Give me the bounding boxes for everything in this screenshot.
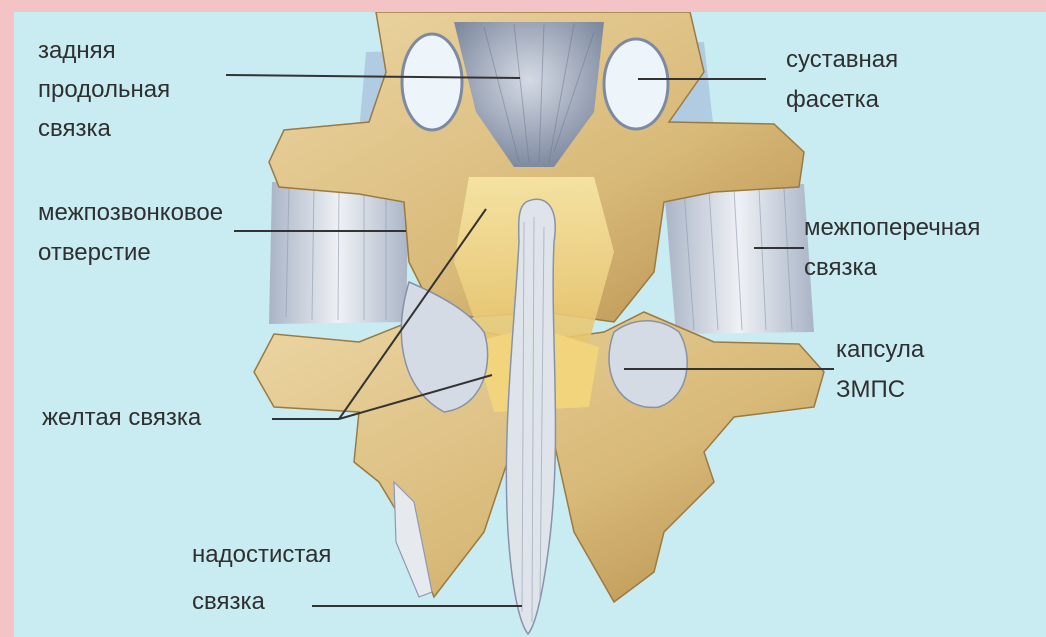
top-frame-band <box>0 0 1046 12</box>
label-supraspinous-2: связка <box>192 586 265 617</box>
diagram-panel: задняя продольная связка суставная фасет… <box>14 12 1046 637</box>
label-intervertebral-foramen-2: отверстие <box>38 237 151 268</box>
label-facet-capsule-1: капсула <box>836 334 924 365</box>
label-articular-facet-1: суставная <box>786 44 898 75</box>
facet-capsule-right <box>609 321 687 408</box>
label-facet-capsule-2: ЗМПС <box>836 374 905 405</box>
label-posterior-longitudinal-2: продольная <box>38 74 170 105</box>
label-intertransverse-1: межпоперечная <box>804 212 980 243</box>
label-intertransverse-2: связка <box>804 252 877 283</box>
label-yellow-ligament: желтая связка <box>42 402 201 433</box>
spine-illustration <box>14 12 1046 637</box>
label-supraspinous-1: надостистая <box>192 539 331 570</box>
label-posterior-longitudinal-3: связка <box>38 113 111 144</box>
label-articular-facet-2: фасетка <box>786 84 879 115</box>
intertransverse-ligament-right <box>664 184 814 334</box>
label-posterior-longitudinal-1: задняя <box>38 35 116 66</box>
label-intervertebral-foramen-1: межпозвонковое <box>38 197 223 228</box>
facet-right <box>604 39 668 129</box>
facet-left <box>402 34 462 130</box>
